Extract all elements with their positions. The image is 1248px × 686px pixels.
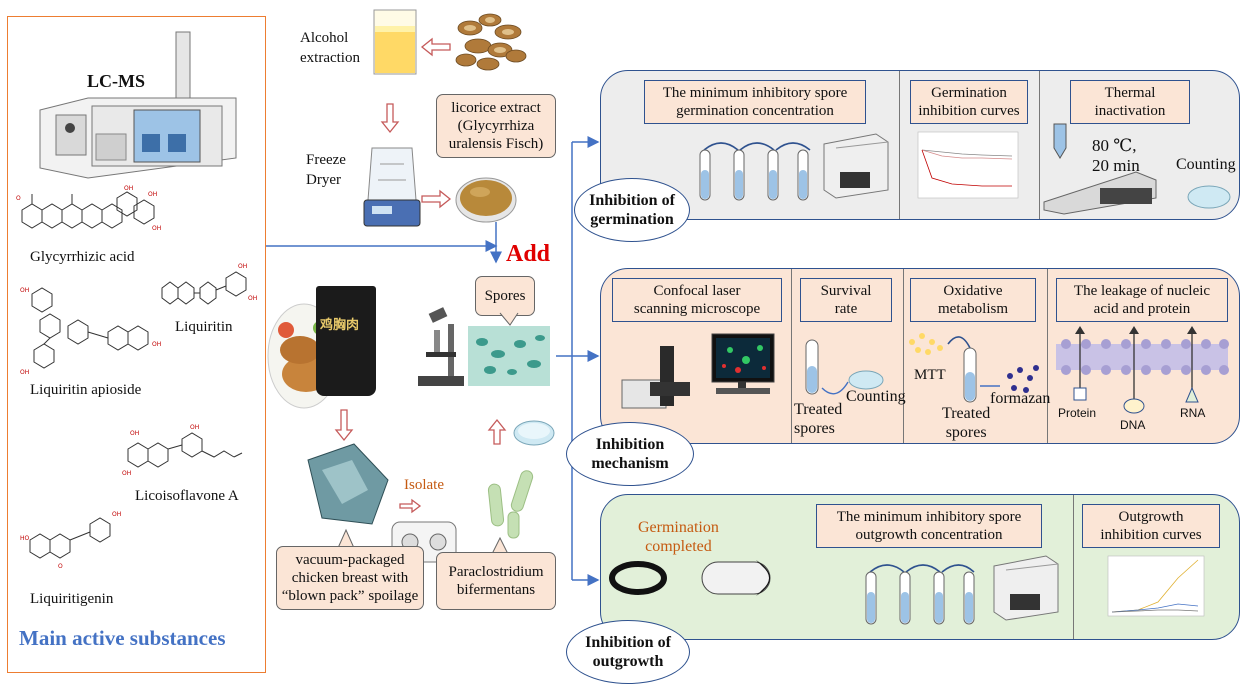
mtt-label: MTT: [914, 367, 946, 383]
licorice-extract-callout: licorice extract (Glycyrrhiza uralensis …: [436, 94, 556, 158]
lcms-instrument-icon: [39, 31, 237, 179]
outgrowth-header-curves: Outgrowth inhibition curves: [1082, 504, 1220, 548]
svg-text:OH: OH: [122, 470, 131, 477]
svg-text:O: O: [58, 563, 63, 570]
germination-curve-chart: [917, 131, 1019, 199]
licorice-slices-icon: [455, 13, 527, 71]
mechanism-divider-3: [1047, 269, 1048, 443]
mechanism-oval: Inhibition mechanism: [566, 422, 694, 486]
liquiritigenin-structure: HO OH O: [20, 511, 121, 570]
svg-text:OH: OH: [112, 511, 121, 518]
outgrowth-oval: Inhibition of outgrowth: [566, 620, 690, 684]
vacuum-bag-icon: [307, 443, 389, 525]
microscope-icon: [418, 307, 464, 386]
leak-protein: Protein: [1058, 406, 1097, 420]
thermal-petri-icon: [1187, 185, 1231, 209]
outgrowth-tubes-icon: [865, 564, 975, 625]
alcohol-extraction-label: Alcohol extraction: [300, 30, 360, 66]
svg-text:OH: OH: [152, 225, 161, 232]
compound-licoisoflavone-a: Licoisoflavone A: [135, 488, 239, 504]
survival-tube-icon: [805, 339, 884, 395]
outgrowing-cell-icon: [701, 560, 771, 596]
spores-micrograph: [468, 326, 550, 386]
germination-header-mic: The minimum inhibitory spore germination…: [644, 80, 866, 124]
extract-powder-icon: [455, 177, 517, 223]
outgrowth-divider-1: [1073, 495, 1074, 639]
thermal-counting: Counting: [1176, 156, 1236, 173]
svg-text:OH: OH: [152, 341, 161, 348]
survival-counting: Counting: [846, 388, 906, 405]
licoisoflavone-a-structure: OH OH OH: [122, 424, 243, 477]
bacterium-callout-tail: [491, 536, 509, 555]
chicken-breast-callout: vacuum-packaged chicken breast with “blo…: [276, 546, 424, 610]
mechanism-divider-1: [791, 269, 792, 443]
svg-text:OH: OH: [20, 369, 29, 376]
membrane-leakage-icon: [1056, 326, 1229, 414]
freeze-dryer-icon: [363, 147, 421, 227]
compound-liquiritigenin: Liquiritigenin: [30, 591, 114, 607]
microplate-reader-icon: [823, 133, 889, 199]
oxidative-treated-spores: Treated spores: [942, 405, 991, 441]
svg-text:OH: OH: [248, 295, 257, 302]
compound-glycyrrhizic-acid: Glycyrrhizic acid: [30, 249, 135, 265]
lcms-label: LC-MS: [87, 71, 145, 91]
liquiritin-apioside-structure: OH OH OH: [20, 287, 161, 376]
germination-oval: Inhibition of germination: [574, 178, 690, 242]
germination-header-thermal: Thermal inactivation: [1070, 80, 1190, 124]
svg-text:OH: OH: [238, 263, 247, 270]
germination-header-curves: Germination inhibition curves: [910, 80, 1028, 124]
mechanism-header-oxidative: Oxidative metabolism: [910, 278, 1036, 322]
svg-text:OH: OH: [190, 424, 199, 431]
svg-text:OH: OH: [20, 287, 29, 294]
spores-callout-tail: [499, 312, 519, 326]
formazan-label: formazan: [990, 390, 1051, 407]
leak-dna: DNA: [1120, 418, 1146, 432]
add-label: Add: [506, 241, 551, 267]
svg-text:OH: OH: [148, 191, 157, 198]
outgrowth-header-mic: The minimum inhibitory spore outgrowth c…: [816, 504, 1042, 548]
glycyrrhizic-acid-structure: O OH OH OH: [16, 185, 161, 232]
mechanism-header-survival: Survival rate: [800, 278, 892, 322]
spores-callout: Spores: [475, 276, 535, 316]
germination-divider-2: [1039, 71, 1040, 219]
svg-text:HO: HO: [20, 535, 30, 542]
mechanism-divider-2: [903, 269, 904, 443]
outgrowth-reader-icon: [993, 555, 1059, 621]
chicken-package: [316, 286, 376, 396]
mechanism-header-confocal: Confocal laser scanning microscope: [612, 278, 782, 322]
isolate-label: Isolate: [404, 477, 444, 493]
svg-text:OH: OH: [124, 185, 133, 192]
leak-rna: RNA: [1180, 406, 1206, 420]
compound-liquiritin-apioside: Liquiritin apioside: [30, 382, 142, 398]
mechanism-header-leakage: The leakage of nucleic acid and protein: [1056, 278, 1228, 322]
extraction-beaker-icon: [373, 9, 417, 75]
svg-text:O: O: [16, 195, 21, 202]
svg-text:OH: OH: [130, 430, 139, 437]
bacteria-rods-icon: [487, 470, 534, 539]
petri-dish-icon: [513, 420, 555, 446]
chicken-callout-tail: [337, 528, 355, 549]
germination-divider-1: [899, 71, 900, 219]
germinated-spore-ring-icon: [609, 561, 667, 595]
mtt-formazan-icon: [909, 333, 1039, 403]
compound-liquiritin: Liquiritin: [175, 319, 233, 335]
germination-completed-label: Germination completed: [638, 519, 719, 555]
liquiritin-structure: OH OH: [161, 263, 257, 305]
outgrowth-curve-chart: [1107, 555, 1205, 617]
main-substances-panel: [7, 16, 266, 673]
germination-tubes-icon: [699, 142, 811, 201]
centrifuge-tube-icon: [1053, 123, 1067, 159]
freeze-dryer-label: Freeze Dryer: [306, 152, 346, 188]
heating-block-icon: [1043, 171, 1157, 215]
confocal-microscope-icon: [621, 333, 775, 409]
main-substances-title: Main active substances: [19, 626, 226, 650]
chicken-package-text: 鸡胸肉: [320, 317, 360, 332]
bacterium-callout: Paraclostridium bifermentans: [436, 552, 556, 610]
heat-condition: 80 ℃, 20 min: [1092, 136, 1140, 175]
survival-treated-spores: Treated spores: [794, 401, 843, 437]
